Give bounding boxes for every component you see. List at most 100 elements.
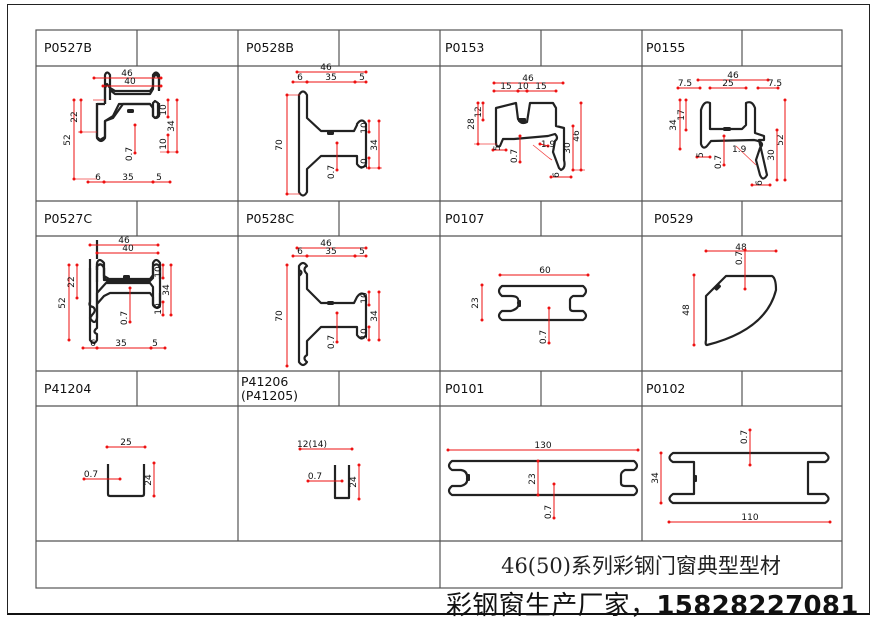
dim-thickness: 0.7 <box>327 311 339 349</box>
dim-thickness: 0.7 <box>510 134 522 164</box>
p0528c-outline <box>297 261 368 367</box>
dimension-label: 0.7 <box>84 470 98 480</box>
dimension-arrow <box>143 445 147 449</box>
dimension-arrow <box>161 263 165 267</box>
dimension-label: 5 <box>359 247 365 257</box>
dimension-label: 6 <box>297 247 303 257</box>
dimension-arrow <box>367 303 371 307</box>
dimension-arrow <box>67 263 71 267</box>
manufacturer-phone: 15828227081 <box>656 591 859 621</box>
dimension-arrow <box>480 283 484 287</box>
dim-inner-width: 40 <box>101 77 163 88</box>
dimension-arrow <box>285 263 289 267</box>
dimension-label: 130 <box>534 441 551 451</box>
dimension-arrow <box>102 180 106 184</box>
dim-middle: 35 <box>305 73 357 84</box>
dimension-label: 0.7 <box>327 335 337 349</box>
dimension-label: 35 <box>115 339 126 349</box>
dimension-arrow <box>525 89 529 93</box>
profile-code-p0528c: P0528C <box>246 211 295 226</box>
dimension-arrow <box>305 254 309 258</box>
dimension-arrow <box>377 119 381 123</box>
dimension-label: 40 <box>124 77 136 87</box>
dimension-arrow <box>72 98 76 102</box>
dim-total-width: 46 <box>492 74 565 85</box>
dimension-label: 110 <box>741 513 758 523</box>
dimension-arrow <box>504 148 508 152</box>
dimension-arrow <box>357 497 361 501</box>
dimension-arrow <box>306 479 310 483</box>
dimension-arrow <box>295 246 299 250</box>
dimension-arrow <box>285 364 289 368</box>
dim-slot-bottom: 10 <box>360 156 371 170</box>
dim-channel: 25 <box>708 79 748 90</box>
dimension-arrow <box>554 89 558 93</box>
dimension-arrow <box>151 180 155 184</box>
dimension-arrow <box>133 123 137 127</box>
dimension-label: 34 <box>162 284 172 296</box>
dimension-label: 5 <box>493 145 503 151</box>
dim-slot-span: 34 <box>370 119 381 170</box>
dimension-arrow <box>169 313 173 317</box>
dimension-arrow <box>783 98 787 102</box>
extension-line <box>532 144 550 159</box>
dim-right: 5 <box>353 73 368 84</box>
dimension-label: 25 <box>120 438 131 448</box>
dimension-label: 30 <box>563 142 573 154</box>
dimension-arrow <box>481 101 485 105</box>
dimension-label: 24 <box>349 476 359 488</box>
extension-line <box>548 157 553 161</box>
dimension-label: 52 <box>58 297 68 308</box>
dimension-arrow <box>708 155 712 159</box>
dimension-arrow <box>152 494 156 498</box>
dimension-arrow <box>756 86 760 90</box>
dimension-label: 6 <box>90 339 96 349</box>
dimension-arrow <box>744 86 748 90</box>
dimension-arrow <box>364 80 368 84</box>
p0107-outline <box>497 284 588 322</box>
dimension-label: 0.7 <box>308 472 322 482</box>
dimension-label: 1.9 <box>541 140 556 150</box>
dim-width: 48 <box>704 243 778 253</box>
p41204-outline <box>106 464 146 498</box>
dim-thickness: 0.7 <box>714 134 726 169</box>
dimension-arrow <box>291 80 295 84</box>
dimension-arrow <box>783 178 787 182</box>
dimension-label: 52 <box>776 134 786 145</box>
dim-right-leg: 5 <box>149 339 167 350</box>
dimension-label: 35 <box>325 247 336 257</box>
dim-width: 25 <box>105 438 147 449</box>
dimension-label: 10 <box>360 158 370 170</box>
dimension-label: 0.7 <box>539 330 549 344</box>
dimension-label: 7.5 <box>678 79 692 89</box>
dim-middle: 35 <box>102 173 155 184</box>
dimension-label: 28 <box>467 118 477 130</box>
dim-radius: 1.9 <box>732 145 747 155</box>
dimension-label: 70 <box>275 139 285 151</box>
dimension-label: 0.7 <box>125 147 135 161</box>
profile-code-p0529: P0529 <box>654 211 694 226</box>
dimension-label: 15 <box>535 82 546 92</box>
dimension-label: 5 <box>152 339 158 349</box>
dimension-label: 48 <box>735 243 747 253</box>
dimension-arrow <box>774 249 778 253</box>
dim-slot-top: 10 <box>159 98 170 119</box>
dimension-arrow <box>569 175 573 179</box>
dim-thickness: 0.7 <box>544 482 556 520</box>
dim-height: 52 <box>58 263 71 342</box>
dimension-label: 0.7 <box>120 311 130 325</box>
profile-code-line2: (P41205) <box>241 388 299 403</box>
dimension-arrow <box>156 243 160 247</box>
dimension-label: 0.7 <box>735 251 745 265</box>
gasket-slot <box>327 301 334 305</box>
dimension-arrow <box>133 151 137 155</box>
gasket-slot <box>694 475 697 482</box>
dimension-arrow <box>367 119 371 123</box>
dimension-arrow <box>518 134 522 138</box>
dimension-arrow <box>81 346 85 350</box>
dimension-arrow <box>101 84 105 88</box>
dimension-arrow <box>128 320 132 324</box>
dimension-arrow <box>579 101 583 105</box>
dimension-arrow <box>367 290 371 294</box>
dimension-label: 0.7 <box>740 430 750 444</box>
